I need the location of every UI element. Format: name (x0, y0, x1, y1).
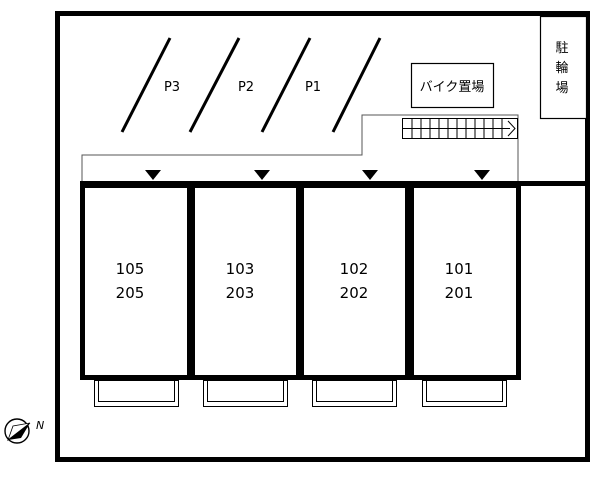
bike-parking-box (410, 62, 495, 109)
balcony (312, 380, 397, 407)
unit-number: 201 (445, 284, 474, 302)
balcony (422, 380, 507, 407)
unit-number: 105 (116, 260, 145, 278)
parking-stripes (120, 37, 382, 133)
bicycle-parking-box (539, 15, 588, 120)
unit-number: 101 (445, 260, 474, 278)
parking-space-label: P1 (305, 80, 321, 95)
bicycle-parking-label-char: 駐 (555, 41, 568, 56)
unit-number: 102 (340, 260, 369, 278)
unit-number: 103 (226, 260, 255, 278)
bicycle-parking-label-char: 輪 (555, 60, 568, 76)
parking-space-label: P3 (164, 80, 180, 95)
building (80, 183, 521, 380)
unit-102-202 (299, 183, 410, 380)
bicycle-parking-label-char: 場 (555, 81, 568, 96)
balcony (203, 380, 288, 407)
lot-boundary (55, 11, 590, 462)
compass-north-label: N (36, 419, 44, 432)
entrance-marker (145, 170, 161, 180)
entrance-marker (254, 170, 270, 180)
unit-105-205 (80, 183, 192, 380)
unit-number: 202 (340, 284, 369, 302)
stairs (402, 118, 518, 139)
parking-space-label: P2 (238, 80, 254, 95)
unit-number: 205 (116, 284, 145, 302)
unit-number: 203 (226, 284, 255, 302)
balcony (94, 380, 179, 407)
entrance-marker (362, 170, 378, 180)
unit-101-201 (409, 183, 521, 380)
entrance-marker (474, 170, 490, 180)
bike-parking-label: バイク置場 (420, 80, 485, 95)
compass-icon (4, 418, 31, 444)
entrance-markers (145, 170, 490, 180)
unit-103-203 (190, 183, 301, 380)
balconies (94, 380, 507, 407)
